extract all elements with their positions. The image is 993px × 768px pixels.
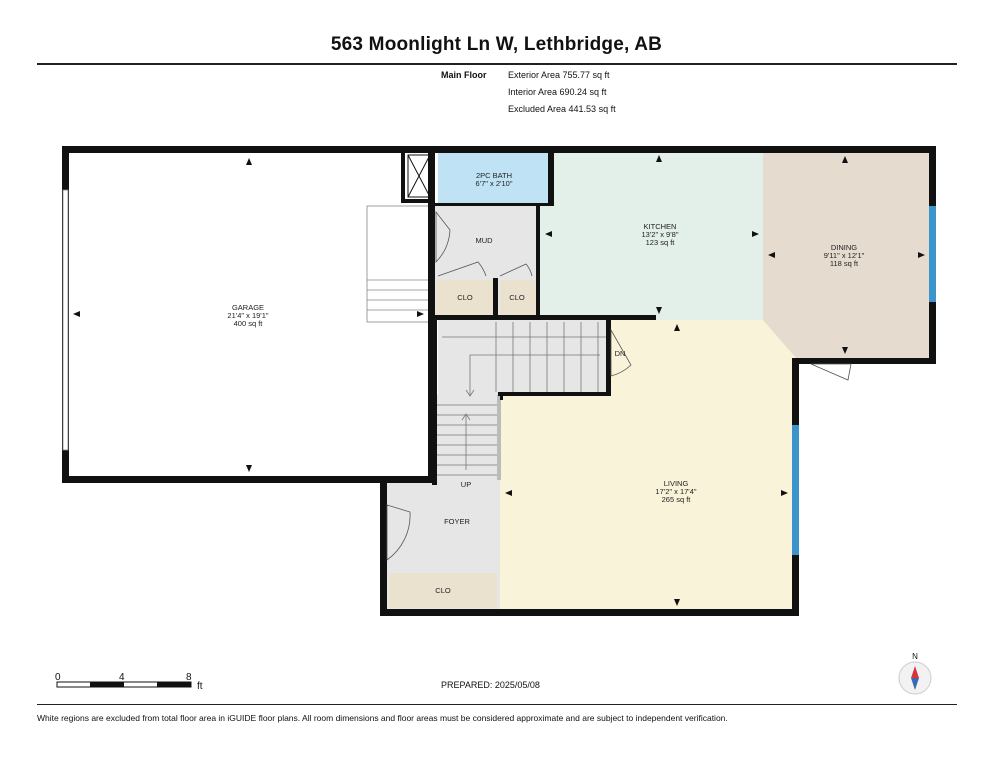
floor-label: Main Floor	[441, 70, 487, 80]
living-label: LIVING	[664, 479, 689, 488]
disclaimer-text: White regions are excluded from total fl…	[37, 713, 728, 723]
compass-label: N	[912, 652, 918, 661]
dimension-arrows	[73, 155, 925, 606]
garage-dims: 21'4" x 19'1"	[227, 311, 268, 320]
stair-up-area	[436, 395, 500, 480]
compass-icon: N	[898, 652, 932, 695]
interior-area: Interior Area 690.24 sq ft	[508, 87, 607, 97]
garage-area: 400 sq ft	[234, 319, 264, 328]
kitchen-label: KITCHEN	[644, 222, 677, 231]
closet-left	[436, 280, 493, 315]
page-title: 563 Moonlight Ln W, Lethbridge, AB	[330, 34, 663, 55]
living-area: 265 sq ft	[662, 495, 692, 504]
title-divider	[37, 63, 957, 65]
scale-label-8: 8	[186, 672, 192, 683]
kitchen-area: 123 sq ft	[646, 238, 676, 247]
garage-door	[62, 189, 69, 451]
closet-label-2: CLO	[509, 293, 525, 302]
excluded-area: Excluded Area 441.53 sq ft	[508, 104, 616, 114]
prepared-date: PREPARED: 2025/05/08	[441, 680, 540, 690]
closet-foyer	[389, 573, 497, 608]
scale-bar	[56, 681, 192, 688]
scale-unit: ft	[197, 681, 203, 692]
stair-down-treads	[442, 322, 608, 397]
bath-room	[438, 153, 550, 205]
bath-label: 2PC BATH	[476, 171, 512, 180]
mud-label: MUD	[475, 236, 493, 245]
stairs-up-label: UP	[461, 480, 471, 489]
closet-right	[500, 280, 536, 315]
scale-label-0: 0	[55, 672, 61, 683]
shaft-box	[407, 154, 431, 198]
windows	[62, 189, 936, 555]
kitchen-dims: 13'2" x 9'8"	[642, 230, 679, 239]
dining-area: 118 sq ft	[830, 259, 859, 268]
garage-label: GARAGE	[232, 303, 264, 312]
footer-divider	[37, 704, 957, 705]
window-dining	[929, 206, 936, 302]
stairs-down-label: DN	[615, 349, 626, 358]
stair-down-area	[438, 320, 608, 395]
foyer-label: FOYER	[444, 517, 470, 526]
window-living	[792, 425, 799, 555]
closet-label-3: CLO	[435, 586, 451, 595]
living-dims: 17'2" x 17'4"	[655, 487, 696, 496]
dining-room	[763, 150, 932, 358]
kitchen-room	[540, 150, 765, 320]
scale-label-4: 4	[119, 672, 125, 683]
garage-room	[66, 150, 430, 476]
door-swings	[386, 210, 852, 561]
stair-up-treads	[436, 395, 501, 480]
dining-dims: 9'11" x 12'1"	[824, 251, 865, 260]
bath-dims: 6'7" x 2'10"	[476, 179, 513, 188]
exterior-area: Exterior Area 755.77 sq ft	[508, 70, 610, 80]
closet-label-1: CLO	[457, 293, 473, 302]
dining-label: DINING	[831, 243, 857, 252]
